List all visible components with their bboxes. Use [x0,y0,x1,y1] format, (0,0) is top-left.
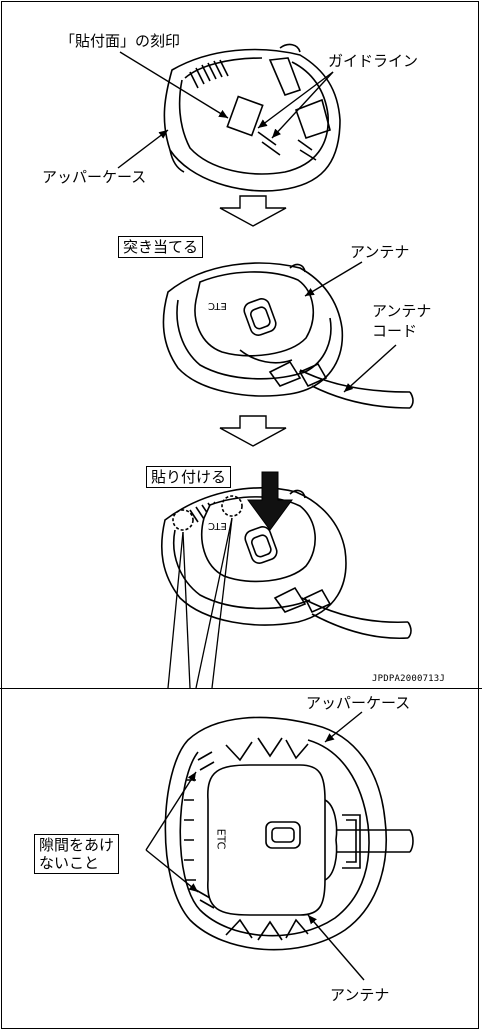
label-attach: 貼り付ける [146,466,232,488]
label-antenna-2: アンテナ [330,986,390,1004]
label-marking: 「貼付面」の刻印 [60,32,181,50]
step-arrow-2 [219,415,287,447]
label-antenna-cord-2: コード [372,322,418,340]
label-arrows-4 [145,711,365,981]
label-no-gap-line2: ないこと [39,854,100,872]
figure-code: JPDPA2000713J [372,674,446,684]
label-no-gap: 隙間をあけ ないこと [34,834,120,874]
push-down-arrow [247,471,293,531]
label-antenna-1: アンテナ [350,243,410,261]
callout-lines [167,517,233,689]
etc-mark-3: ETC [208,520,227,531]
upper-case-drawing-3 [160,487,412,640]
label-press-against: 突き当てる [118,236,204,258]
label-arrows-1 [117,51,334,169]
label-arrows-2 [304,261,397,393]
upper-case-drawing-1 [163,43,341,192]
label-no-gap-line1: 隙間をあけ [39,836,115,854]
upper-case-drawing-2 [162,262,414,409]
label-antenna-cord-1: アンテナ [372,302,432,320]
step-arrow-1 [219,195,287,227]
label-guideline: ガイドライン [328,52,419,70]
etc-mark-2: ETC [208,300,227,311]
etc-mark-4: ETC [214,828,228,850]
label-upper-case-2: アッパーケース [306,694,411,712]
top-view-drawing [164,716,414,951]
section-divider [0,688,482,689]
label-upper-case-1: アッパーケース [42,168,147,186]
